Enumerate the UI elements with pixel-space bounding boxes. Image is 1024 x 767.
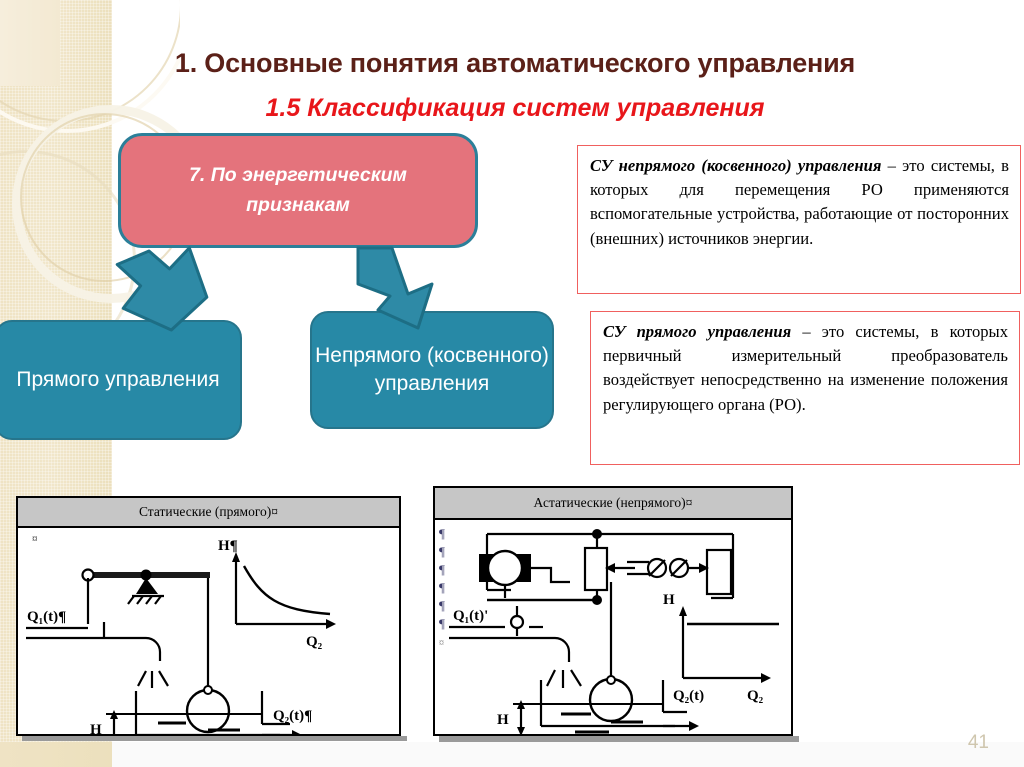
diagram-right-level-label: H [497, 712, 509, 728]
root-category-box[interactable]: 7. По энергетическим признакам [118, 133, 478, 248]
svg-text:¶: ¶ [439, 598, 445, 613]
definition-box-direct: СУ прямого управления – это системы, в к… [590, 311, 1020, 465]
definition-term-indirect: СУ непрямого (косвенного) управления [590, 156, 882, 175]
diagram-left-outflow-label: Q₂(t)¶ [273, 708, 312, 724]
diagram-right-outflow-label: Q₂(t) [673, 688, 704, 704]
svg-text:¶: ¶ [439, 580, 445, 595]
diagram-left-shadow [22, 736, 407, 741]
diagram-astatic-indirect: Астатические (непрямого)¤ [433, 486, 793, 736]
diagram-right-header: Астатические (непрямого)¤ [435, 488, 791, 520]
svg-text:¤: ¤ [439, 638, 444, 649]
diagram-left-axis-y-label: H¶ [218, 538, 238, 554]
diagram-right-shadow [439, 736, 799, 742]
diagram-right-pilcrow-column: ¶ ¶ ¶ ¶ ¶ ¶ ¤ [439, 526, 445, 649]
diagram-left-body: Q₁(t)¶ Q₂(t)¶ H H¶ Q₂ ¤ [18, 528, 399, 736]
diagram-right-inflow-label: Q₁(t)' [453, 608, 488, 624]
diagram-left-marker: ¤ [32, 533, 38, 545]
svg-text:¶: ¶ [439, 562, 445, 577]
decorative-band-top-highlight [0, 0, 60, 86]
diagram-static-direct: Статические (прямого)¤ [16, 496, 401, 736]
svg-text:¶: ¶ [439, 616, 445, 631]
bottom-bar-band-strip [0, 742, 112, 767]
branch-indirect-label: Непрямого (косвенного) управления [315, 344, 549, 395]
diagram-left-inflow-label: Q₁(t)¶ [27, 609, 66, 625]
svg-text:¶: ¶ [439, 526, 445, 541]
svg-text:¶: ¶ [439, 544, 445, 559]
definition-box-indirect: СУ непрямого (косвенного) управления – э… [577, 145, 1021, 294]
definition-term-direct: СУ прямого управления [603, 322, 792, 341]
definition-body-direct: – это системы, в которых первичный измер… [603, 322, 1008, 414]
diagram-right-body: Q₁(t)' Q₂(t) H H Q₂ ¶ ¶ ¶ ¶ ¶ ¶ ¤ [435, 520, 791, 736]
diagram-left-level-label: H [90, 722, 102, 736]
diagram-right-axis-y-label: H [663, 592, 675, 608]
root-category-label: 7. По энергетическим признакам [189, 164, 407, 216]
branch-box-indirect-control[interactable]: Непрямого (косвенного) управления [310, 311, 554, 429]
branch-box-direct-control[interactable]: Прямого управления [0, 320, 242, 440]
bottom-bar [0, 742, 1024, 767]
page-title: 1. Основные понятия автоматического упра… [174, 48, 856, 78]
diagram-left-axis-x-label: Q₂ [306, 634, 323, 650]
down-left-arrow-icon [96, 246, 228, 334]
diagram-right-axis-x-label: Q₂ [747, 688, 764, 704]
page-number: 41 [967, 732, 989, 753]
page-subtitle: 1.5 Классификация систем управления [265, 94, 765, 122]
branch-direct-label: Прямого управления [16, 368, 220, 392]
down-right-arrow-icon [348, 244, 472, 332]
diagram-left-header: Статические (прямого)¤ [18, 498, 399, 528]
definition-body-indirect: – это системы, в которых для перемещения… [590, 156, 1010, 248]
